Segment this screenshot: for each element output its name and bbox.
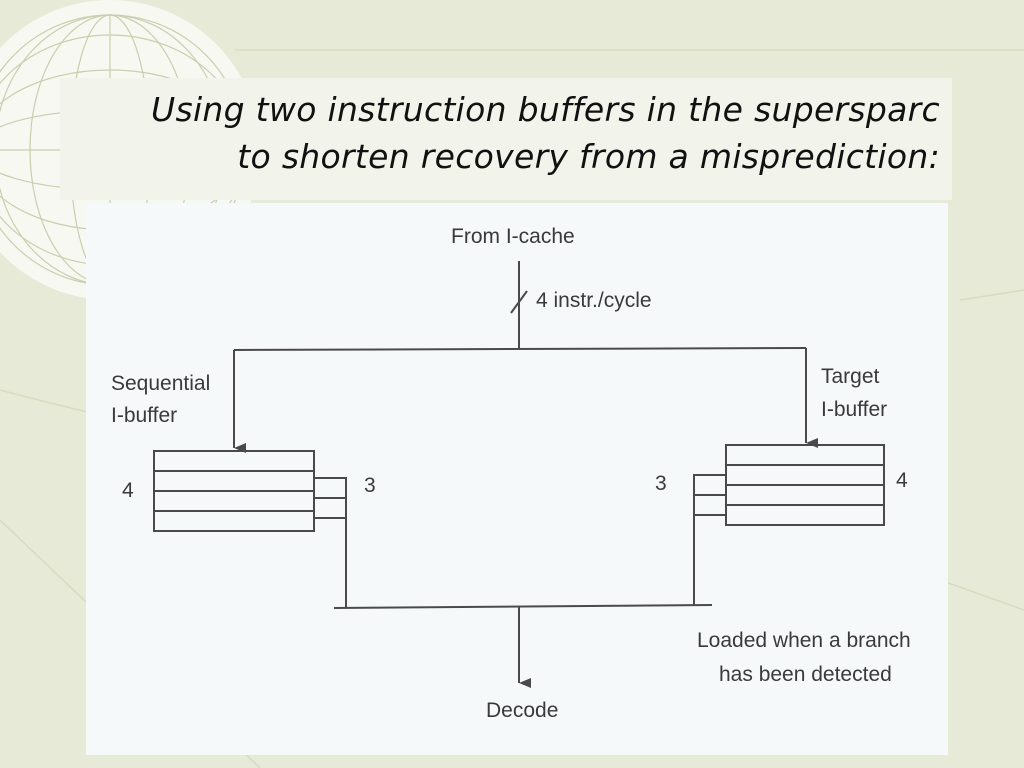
sequential-buffer-outputs: 3 (364, 474, 376, 497)
sequential-buffer-entries: 4 (122, 479, 134, 502)
from-icache-label: From I-cache (451, 225, 575, 248)
sequential-buffer-label-line-2: I-buffer (111, 404, 177, 427)
target-buffer-entries: 4 (896, 469, 908, 492)
slide-title: Using two instruction buffers in the sup… (60, 86, 940, 180)
slide-title-line-1: Using two instruction buffers in the sup… (151, 90, 940, 129)
target-i-buffer (693, 444, 885, 526)
branch-note-line-2: has been detected (719, 663, 892, 686)
target-buffer-label-line-2: I-buffer (821, 398, 887, 421)
sequential-i-buffer (153, 450, 347, 532)
slide-title-line-2: to shorten recovery from a misprediction… (237, 137, 940, 176)
target-buffer-label-line-1: Target (821, 365, 880, 388)
merge-bus (333, 604, 713, 609)
bus-width-slash (510, 290, 528, 314)
bus-width-label: 4 instr./cycle (536, 289, 652, 312)
sequential-buffer-label-line-1: Sequential (111, 372, 210, 395)
distribution-bus (233, 347, 807, 351)
target-buffer-outputs: 3 (655, 472, 667, 495)
decode-label: Decode (486, 699, 558, 722)
branch-note-line-1: Loaded when a branch (697, 629, 911, 652)
title-panel (60, 78, 952, 200)
instruction-buffer-diagram: From I-cache 4 instr./cycle Sequential I… (86, 203, 948, 755)
